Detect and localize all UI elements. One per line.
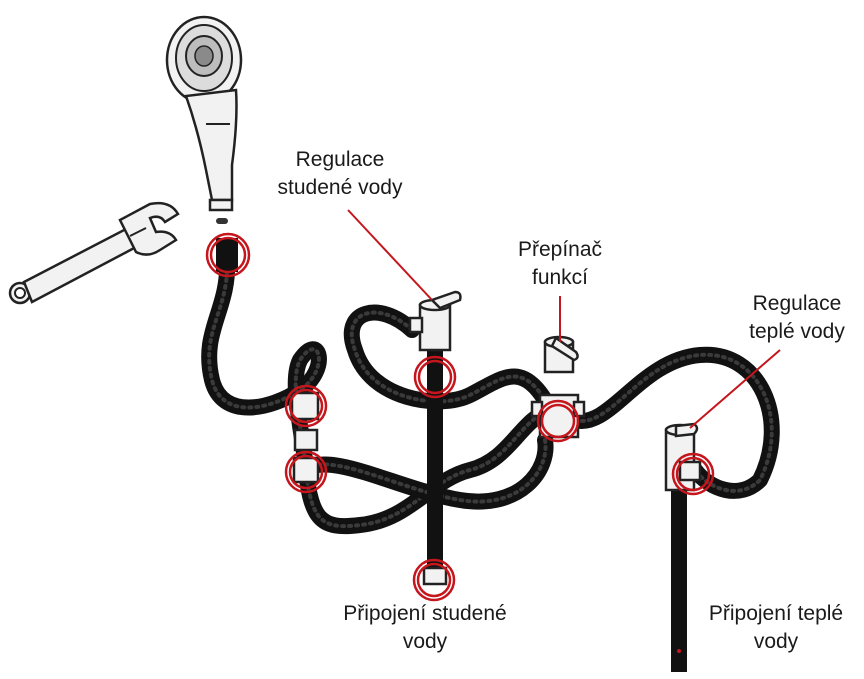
cold-control-label-line2: studené vody: [277, 176, 403, 199]
connection-highlights: [205, 232, 715, 602]
function-switch-label: Přepínač funkcí: [495, 236, 625, 292]
hot-control-pointer: [689, 349, 781, 429]
hot-control-label-line2: teplé vody: [749, 320, 845, 343]
hot-control-label: Regulace teplé vody: [730, 290, 864, 346]
cold-control-label: Regulace studené vody: [255, 146, 425, 202]
wrench-icon: [8, 201, 180, 305]
hot-connection-label-line2: vody: [753, 630, 799, 653]
cold-connection-label-line1: Připojení studené: [343, 602, 507, 625]
cold-connection-label: Připojení studené vody: [310, 600, 540, 656]
cold-control-valve: [408, 290, 462, 352]
hot-connection-label: Připojení teplé vody: [690, 600, 862, 656]
hot-connection-label-line1: Připojení teplé: [708, 602, 844, 625]
cold-connection-label-line2: vody: [402, 630, 448, 653]
cold-control-label-line1: Regulace: [295, 148, 385, 171]
cold-control-pointer: [347, 209, 433, 301]
hot-control-label-line1: Regulace: [752, 292, 842, 315]
function-switch-label-line1: Přepínač: [517, 238, 603, 261]
function-switch-label-line2: funkcí: [531, 266, 589, 289]
shower-head-icon: [165, 15, 243, 224]
